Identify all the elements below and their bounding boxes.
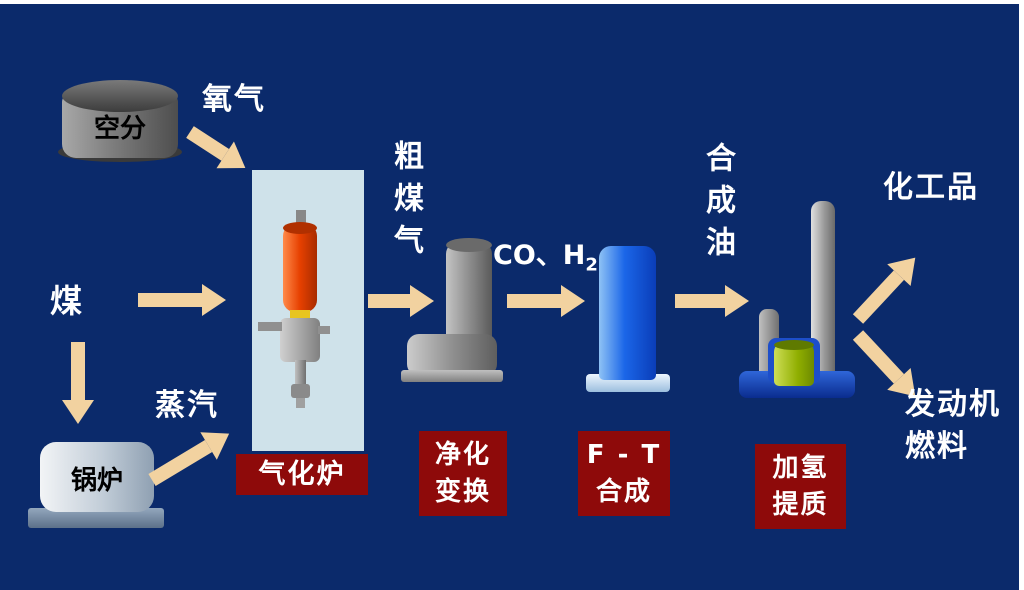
chemicals-label: 化工品 [883,170,979,205]
purification-column-icon [446,242,492,342]
purification-stage-line1: 净化 [434,440,491,471]
boiler-label: 锅炉 [70,466,123,496]
upgrading-stage-line2: 提质 [772,489,829,520]
gasifier-band-icon [290,310,310,320]
gasifier-stem-icon [295,360,306,386]
engine-fuel-line1: 发动机 [905,387,1001,422]
purification-column-cap-icon [446,238,492,252]
upgrading-stage-box: 加氢 提质 [755,444,846,529]
arrow-purification-to-ft [507,285,585,317]
engine-fuel-line2: 燃料 [905,429,969,464]
arrow-gasifier-to-purification [368,285,434,317]
gasifier-feed-pipe-icon [296,210,306,228]
gasifier-lower-body-icon [280,318,320,362]
gasifier-reactor-icon [283,224,317,312]
engine-fuel-label: 发动机 燃料 [905,384,1001,468]
steam-label: 蒸汽 [155,388,219,423]
arrow-upgrading-to-chemicals [852,270,905,324]
gasifier-right-pipe-icon [318,326,330,334]
arrow-ft-to-upgrading [675,285,749,317]
gasifier-stage-box: 气化炉 [236,454,368,495]
co-h2-label: CO、H2 [493,233,598,275]
arrow-steam-to-gasifier [148,440,213,487]
boiler-base [28,508,164,528]
boiler-vessel [40,442,154,512]
oxygen-label: 氧气 [202,82,266,117]
co-h2-subscript: 2 [585,254,598,276]
ft-stage-line1: F - T [586,440,662,471]
air-separation-label: 空分 [93,114,146,144]
syn-oil-label: 合成油 [700,142,735,268]
gasifier-panel [252,170,364,451]
upgrading-green-cap-icon [774,340,814,350]
ft-stage-box: F - T 合成 [578,431,670,516]
gasifier-reactor-cap-icon [283,222,317,234]
gasifier-stage-label: 气化炉 [258,458,346,490]
purification-plate-icon [401,370,503,382]
air-separation-top [62,80,178,112]
gasifier-left-pipe-icon [258,322,282,331]
ft-reactor-icon [599,246,656,380]
arrow-coal-to-gasifier [138,284,226,316]
purification-stage-box: 净化 变换 [419,431,507,516]
crude-gas-label: 粗煤气 [388,140,423,266]
arrow-upgrading-to-engine-fuel [852,330,905,384]
arrow-oxygen-to-gasifier [186,126,230,161]
gasifier-nozzle-tip-icon [296,398,305,408]
ft-stage-line2: 合成 [595,476,652,507]
upgrading-stage-line1: 加氢 [772,453,829,484]
arrow-coal-to-boiler [71,342,85,400]
purification-drum-icon [407,334,497,376]
purification-stage-line2: 变换 [434,476,491,507]
gasifier-nozzle-icon [291,384,310,398]
coal-label: 煤 [50,282,85,320]
co-h2-main: CO、H [493,240,586,271]
